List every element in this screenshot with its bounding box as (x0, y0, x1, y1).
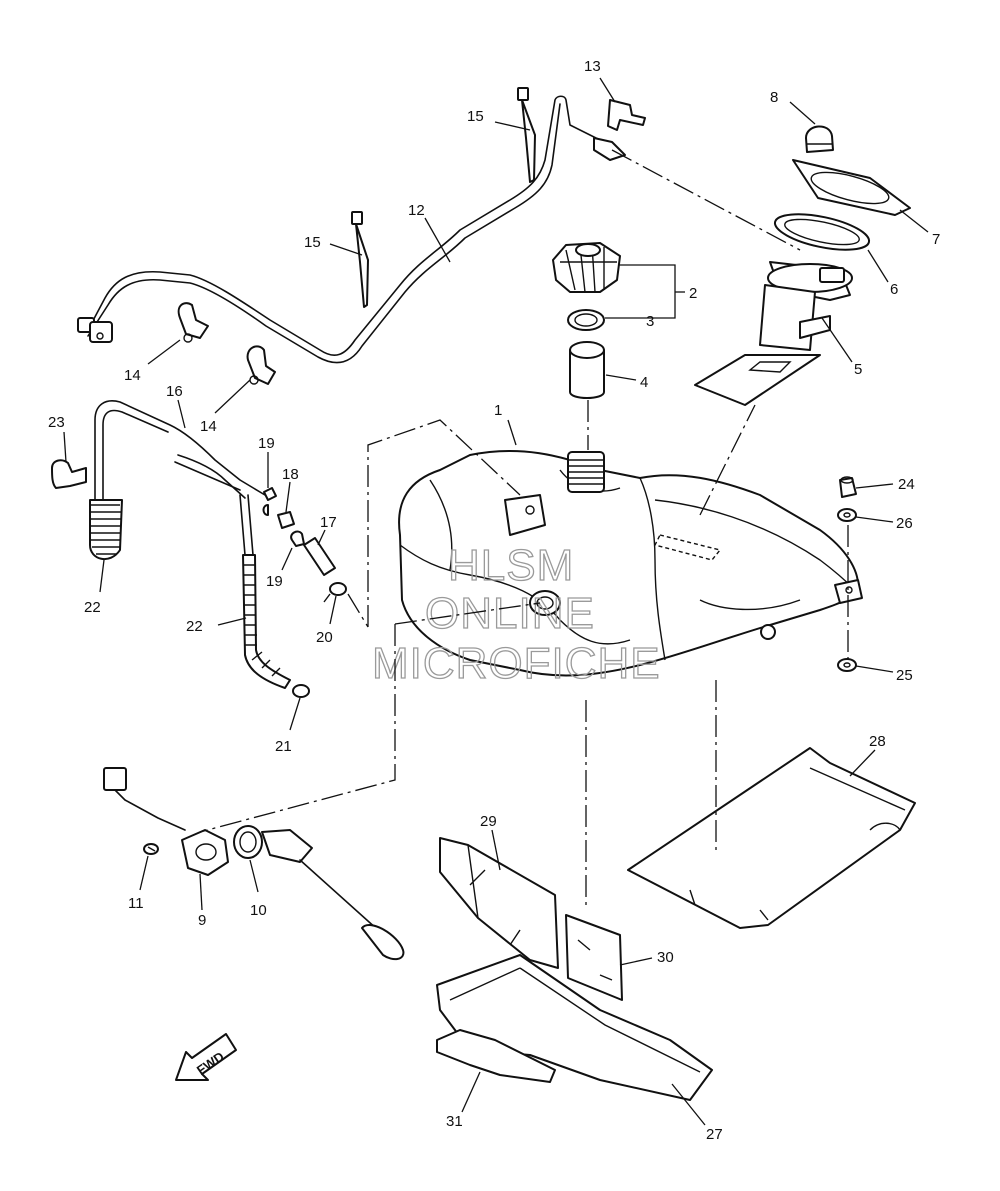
callout-10: 10 (250, 902, 267, 919)
callout-21: 21 (275, 738, 292, 755)
clip-21[interactable] (292, 684, 310, 698)
cap-nut[interactable] (805, 125, 834, 153)
screw-11[interactable] (143, 843, 159, 855)
hose-connector-left[interactable] (77, 317, 113, 343)
hose-clip-23[interactable] (51, 459, 87, 489)
callout-12: 12 (408, 202, 425, 219)
callout-19-b: 19 (266, 573, 283, 590)
callout-3: 3 (646, 313, 654, 330)
pump-retainer-plate[interactable] (792, 159, 911, 216)
hose-connector-right[interactable] (593, 137, 626, 161)
callout-17: 17 (320, 514, 337, 531)
callout-9: 9 (198, 912, 206, 929)
hose-clamp-14-a[interactable] (177, 302, 209, 343)
pad-29[interactable] (439, 837, 559, 969)
breather-hose-16[interactable] (94, 400, 266, 556)
fuel-cap[interactable] (552, 242, 621, 293)
callout-5: 5 (854, 361, 862, 378)
callout-24: 24 (898, 476, 915, 493)
clip-20[interactable] (323, 582, 347, 603)
cable-tie-upper[interactable] (517, 87, 536, 183)
pump-gasket[interactable] (772, 207, 872, 256)
fwd-arrow-icon: FWD (175, 1033, 237, 1081)
callout-28: 28 (869, 733, 886, 750)
callout-7: 7 (932, 231, 940, 248)
hose-17[interactable] (303, 537, 336, 576)
watermark-line-1: HLSM (448, 541, 574, 590)
pad-28[interactable] (627, 747, 916, 929)
sender-unit-9[interactable] (181, 829, 229, 876)
callout-6: 6 (890, 281, 898, 298)
callout-31: 31 (446, 1113, 463, 1130)
callout-15-a: 15 (467, 108, 484, 125)
callout-1: 1 (494, 402, 502, 419)
callout-13: 13 (584, 58, 601, 75)
fuel-pump[interactable] (694, 261, 853, 406)
callout-22-b: 22 (186, 618, 203, 635)
pad-31[interactable] (436, 1029, 556, 1083)
callout-25: 25 (896, 667, 913, 684)
leader-lines (63, 77, 929, 1126)
fuel-hose[interactable] (87, 95, 601, 364)
callout-26: 26 (896, 515, 913, 532)
clip-19-upper[interactable] (263, 487, 277, 501)
alignment-lines (199, 149, 849, 905)
callout-19-a: 19 (258, 435, 275, 452)
sender-wire[interactable] (103, 767, 186, 831)
hose-clamp-14-b[interactable] (246, 345, 276, 385)
watermark: HLSM ONLINE MICROFICHE (371, 540, 661, 688)
callout-16: 16 (166, 383, 183, 400)
callout-15-b: 15 (304, 234, 321, 251)
hose-clip-13[interactable] (607, 99, 646, 131)
callout-22-a: 22 (84, 599, 101, 616)
callout-2: 2 (689, 285, 697, 302)
callout-18: 18 (282, 466, 299, 483)
corrugated-hose-22-left[interactable] (89, 499, 123, 560)
callout-4: 4 (640, 374, 648, 391)
callout-8: 8 (770, 89, 778, 106)
sender-gasket-10[interactable] (233, 825, 263, 859)
joint-18[interactable] (262, 504, 295, 529)
washer-26[interactable] (837, 508, 857, 522)
fuel-tank[interactable] (398, 450, 863, 677)
filler-neck[interactable] (569, 341, 605, 399)
watermark-line-2: ONLINE (425, 589, 595, 638)
callout-23: 23 (48, 414, 65, 431)
sender-float-arm[interactable] (261, 829, 405, 961)
cap-gasket[interactable] (567, 309, 605, 331)
corrugated-hose-22-right[interactable] (242, 554, 291, 689)
callout-30: 30 (657, 949, 674, 966)
nut-24[interactable] (839, 476, 857, 498)
callout-20: 20 (316, 629, 333, 646)
cable-tie-lower[interactable] (351, 211, 369, 308)
callout-14-a: 14 (124, 367, 141, 384)
clip-19-lower[interactable] (290, 530, 305, 547)
callouts: 1 2 3 4 5 6 7 8 9 10 11 12 13 14 14 15 1… (48, 58, 940, 1143)
callout-27: 27 (706, 1126, 723, 1143)
callout-11: 11 (128, 895, 144, 912)
pad-30[interactable] (565, 914, 623, 1001)
washer-25[interactable] (837, 658, 857, 672)
watermark-line-3: MICROFICHE (372, 639, 661, 688)
callout-14-b: 14 (200, 418, 217, 435)
callout-29: 29 (480, 813, 497, 830)
